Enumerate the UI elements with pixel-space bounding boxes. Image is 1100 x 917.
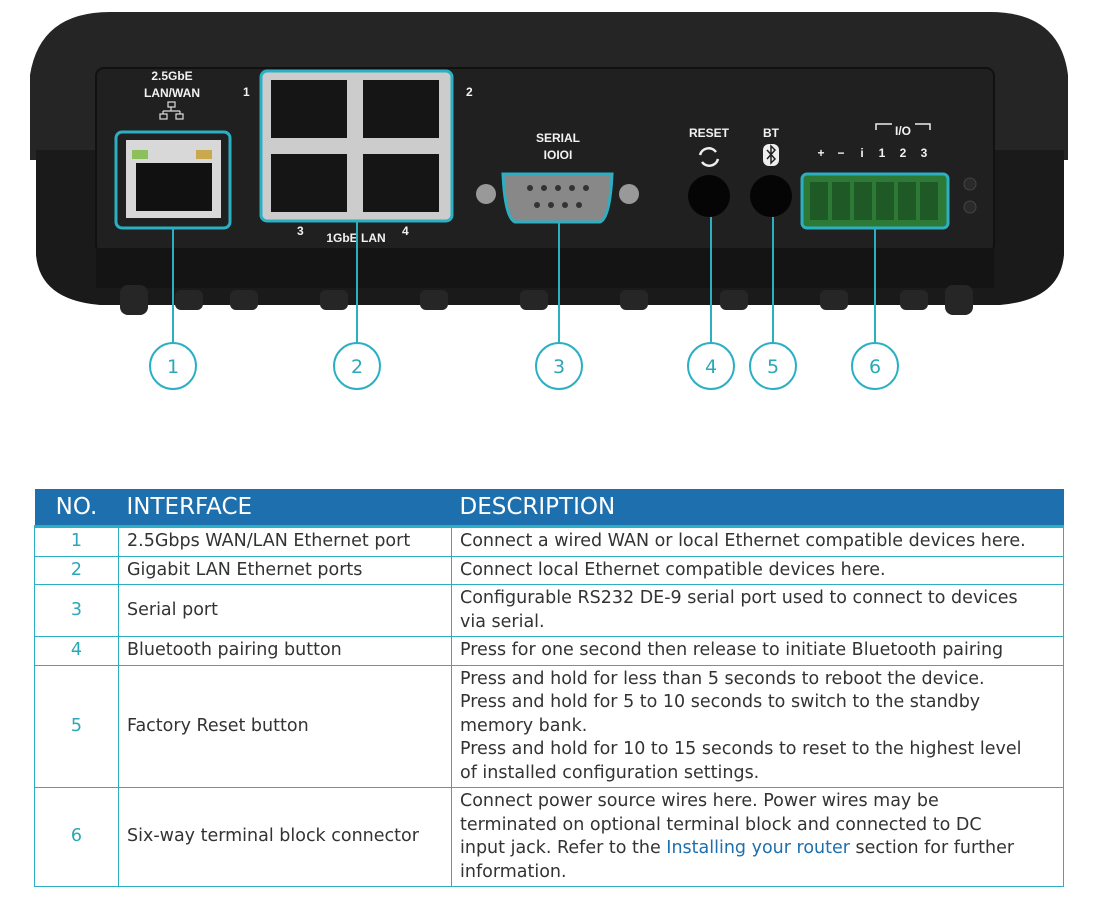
header-interface: INTERFACE [118,489,452,528]
svg-text:+: + [817,146,824,160]
bluetooth-icon [763,144,779,166]
callout-3: 3 [535,342,583,390]
svg-text:3: 3 [553,356,565,378]
row-number: 3 [34,584,119,637]
table-row: 6 Six-way terminal block connector Conne… [34,787,1064,887]
refresh-icon [698,147,720,167]
row-number: 6 [34,787,119,887]
row-interface: Six-way terminal block connector [118,787,452,887]
cooling-fins [120,285,973,315]
lan-ports: 1 2 3 4 1GbE LAN [243,69,473,245]
svg-text:6: 6 [869,356,881,378]
svg-text:BT: BT [763,126,780,140]
row-interface: Gigabit LAN Ethernet ports [118,555,452,585]
row-description: Configurable RS232 DE-9 serial port used… [451,584,1064,637]
svg-text:1: 1 [167,356,179,378]
network-icon [159,101,184,120]
svg-text:3: 3 [297,224,304,238]
interface-table-container: NO. INTERFACE DESCRIPTION 1 2.5Gbps WAN/… [34,489,1064,887]
bluetooth-button: BT [750,126,792,217]
row-description: Connect local Ethernet compatible device… [451,555,1064,585]
table-row: 3 Serial port Configurable RS232 DE-9 se… [34,584,1064,637]
terminal-block: I/O + − i 1 2 3 [800,123,977,230]
svg-text:2: 2 [466,85,473,99]
svg-text:3: 3 [921,146,928,160]
row-description: Connect a wired WAN or local Ethernet co… [451,526,1064,557]
table-row: 1 2.5Gbps WAN/LAN Ethernet port Connect … [34,526,1064,557]
row-interface: Bluetooth pairing button [118,636,452,666]
header-no: NO. [34,489,119,528]
row-description: Press and hold for less than 5 seconds t… [451,664,1064,788]
row-interface: 2.5Gbps WAN/LAN Ethernet port [118,526,452,557]
svg-text:4: 4 [402,224,409,238]
row-description: Press for one second then release to ini… [451,636,1064,666]
table-header-row: NO. INTERFACE DESCRIPTION [34,489,1064,528]
table-row: 4 Bluetooth pairing button Press for one… [34,636,1064,666]
table-row: 5 Factory Reset button Press and hold fo… [34,664,1064,788]
row-interface: Factory Reset button [118,664,452,788]
installing-router-link[interactable]: Installing your router [666,838,850,858]
svg-text:1: 1 [879,146,886,160]
callout-1: 1 [149,342,197,390]
svg-text:IOIOI: IOIOI [544,148,573,162]
svg-text:LAN/WAN: LAN/WAN [144,86,200,100]
callout-6: 6 [851,342,899,390]
row-description: Connect power source wires here. Power w… [451,787,1064,887]
svg-text:2: 2 [900,146,907,160]
interface-table: NO. INTERFACE DESCRIPTION 1 2.5Gbps WAN/… [34,489,1064,887]
row-number: 5 [34,664,119,788]
callout-5: 5 [749,342,797,390]
callout-2: 2 [333,342,381,390]
row-number: 4 [34,636,119,666]
callout-4: 4 [687,342,735,390]
svg-text:i: i [860,146,863,160]
table-row: 2 Gigabit LAN Ethernet ports Connect loc… [34,555,1064,585]
serial-port: SERIAL IOIOI [476,131,639,224]
router-rear-panel-figure: 2.5GbE LAN/WAN 1 2 3 4 1GbE LAN SERIAL I… [30,12,1068,390]
svg-text:4: 4 [705,356,717,378]
row-number: 1 [34,526,119,557]
svg-text:I/O: I/O [895,124,911,138]
header-description: DESCRIPTION [451,489,1064,528]
svg-text:5: 5 [767,356,779,378]
callout-leaders [172,217,876,342]
svg-text:2.5GbE: 2.5GbE [151,69,192,83]
svg-text:RESET: RESET [689,126,730,140]
wan-port: 2.5GbE LAN/WAN [114,69,232,230]
svg-text:SERIAL: SERIAL [536,131,580,145]
row-interface: Serial port [118,584,452,637]
row-number: 2 [34,555,119,585]
svg-text:2: 2 [351,356,363,378]
svg-text:1: 1 [243,85,250,99]
reset-button: RESET [688,126,730,217]
svg-text:−: − [837,146,844,160]
